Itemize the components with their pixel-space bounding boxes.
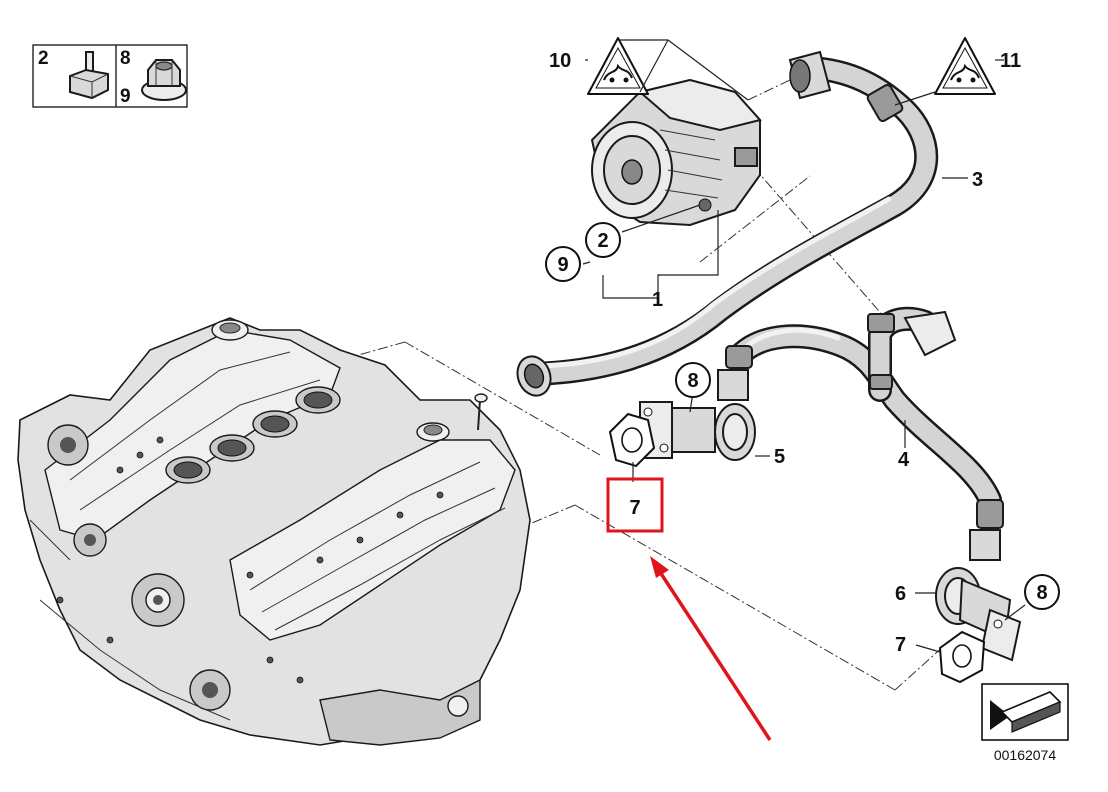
flange-nut-icon [141,59,187,101]
secondary-air-pump [590,78,762,227]
circle-callout-9: 9 [545,246,581,282]
callout-6: 6 [895,583,906,605]
circle-callout-2: 2 [585,222,621,258]
callout-3: 3 [972,169,983,191]
legend-box: 2 8 9 [32,44,188,108]
callout-5: 5 [774,446,785,468]
legend-label-nut-b: 9 [120,86,131,107]
lower-hose [725,306,1004,529]
svg-text:2: 2 [597,230,608,252]
image-number: 00162074 [994,747,1057,763]
callout-4: 4 [898,449,910,471]
engine-block [17,317,531,746]
intake-ports [165,386,341,484]
check-valve-right [935,529,1022,662]
callout-1: 1 [652,289,663,311]
front-pulleys [47,424,231,711]
circle-callout-8-right: 8 [1024,574,1060,610]
highlighted-callout-7[interactable]: 7 [606,477,664,533]
callout-7-left: 7 [629,497,640,519]
check-valve-left [639,369,756,461]
legend-label-nut-a: 8 [120,48,131,69]
engine-detail-bolts [56,436,444,684]
warning-triangle-left [587,37,649,95]
direction-arrow-icon [990,691,1062,733]
upper-hose [516,50,939,397]
callout-7-right: 7 [895,634,906,656]
svg-text:8: 8 [1036,582,1047,604]
callout-11: 11 [1000,50,1021,72]
gasket-right [938,630,986,684]
svg-text:9: 9 [557,254,568,276]
legend-label-stud: 2 [38,48,49,69]
svg-text:8: 8 [687,370,698,392]
circle-callout-8-left: 8 [675,362,711,398]
leader-lines [582,39,1026,653]
callout-10: 10 [549,50,571,72]
gasket-left [608,412,656,468]
red-pointer-arrow [650,556,772,741]
warning-triangle-right [934,37,996,95]
callout-labels: 10 11 3 1 5 4 6 7 2 9 8 8 [545,50,1060,656]
image-reference: 00162074 [981,683,1069,763]
stud-bolt-icon [69,51,109,100]
